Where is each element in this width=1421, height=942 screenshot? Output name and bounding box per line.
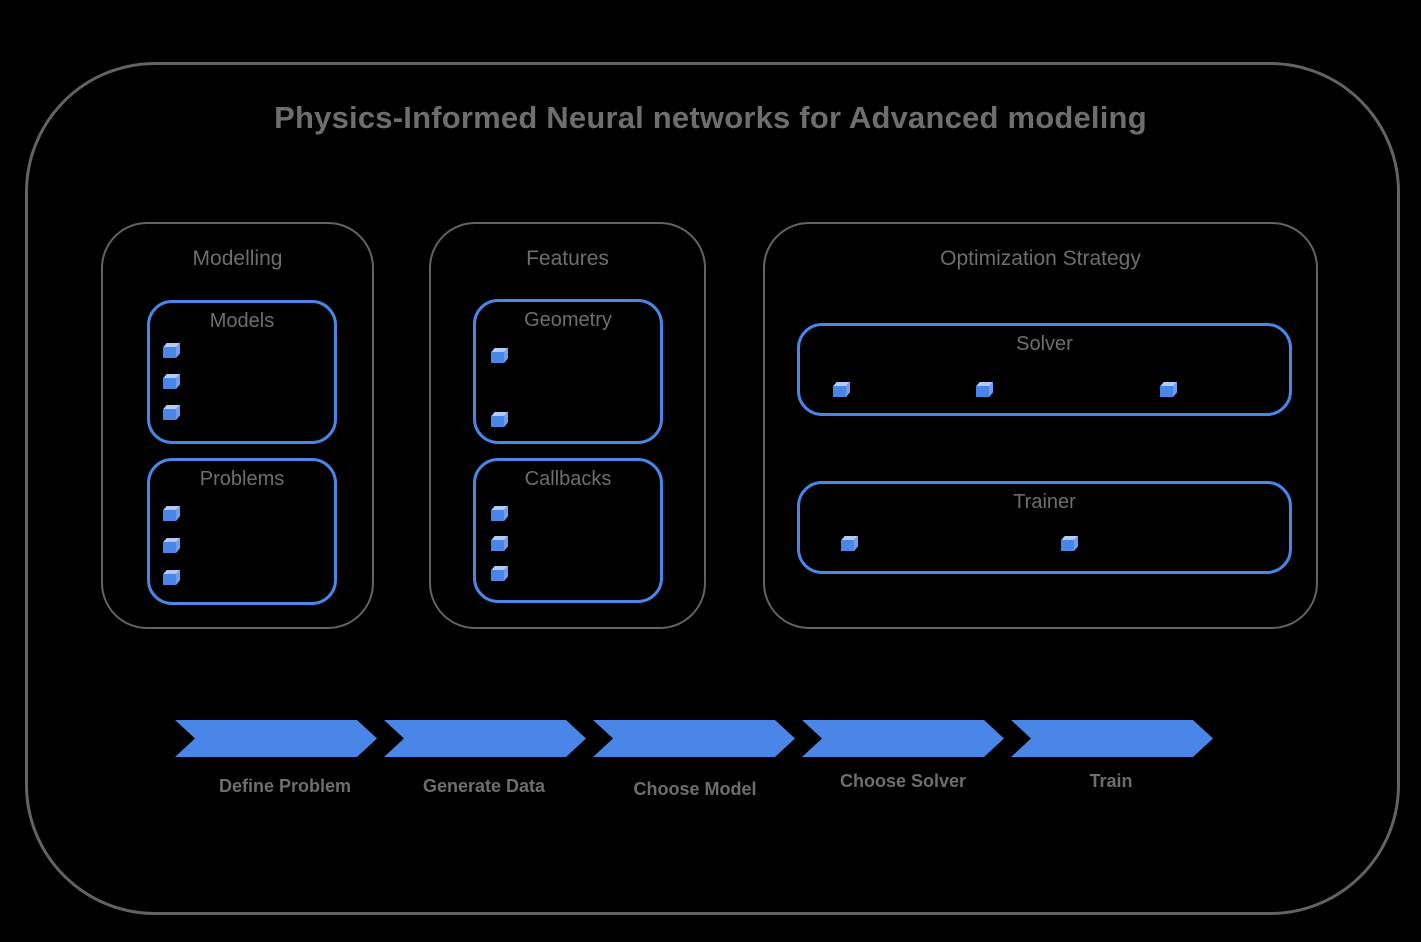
workflow-step-label-choose-solver: Choose Solver (839, 771, 967, 791)
section-optimization-strategy: Optimization Strategy Solver Trainer (763, 222, 1318, 629)
workflow-step-label-choose-model: Choose Model (633, 779, 757, 799)
subbox-callbacks: Callbacks (473, 458, 663, 603)
workflow-step-label-define-problem: Define Problem (218, 776, 352, 796)
cube-bullet-icon (1061, 540, 1074, 551)
cube-bullet-icon (1160, 386, 1173, 397)
cube-bullet-icon (833, 386, 846, 397)
section-modelling-title: Modelling (192, 247, 283, 270)
diagram-title: Physics-Informed Neural networks for Adv… (274, 100, 1147, 135)
subbox-geometry-title: Geometry (524, 309, 612, 331)
cube-bullet-icon (163, 378, 176, 389)
subbox-models: Models (147, 300, 337, 444)
cube-bullet-icon (841, 540, 854, 551)
workflow-arrow-segment-2 (384, 720, 586, 757)
workflow-arrow-segment-3 (593, 720, 795, 757)
section-optimization-strategy-title: Optimization Strategy (940, 247, 1141, 270)
cube-bullet-icon (491, 510, 504, 521)
workflow-step-label-generate-data: Generate Data (422, 776, 546, 796)
section-features-title: Features (526, 247, 609, 270)
section-features: Features Geometry Callbacks (429, 222, 706, 629)
subbox-geometry: Geometry (473, 299, 663, 444)
subbox-callbacks-title: Callbacks (524, 468, 612, 490)
subbox-trainer: Trainer (797, 481, 1292, 574)
cube-bullet-icon (163, 574, 176, 585)
section-modelling: Modelling Models Problems (101, 222, 374, 629)
cube-bullet-icon (163, 510, 176, 521)
cube-bullet-icon (163, 409, 176, 420)
subbox-problems: Problems (147, 458, 337, 605)
cube-bullet-icon (976, 386, 989, 397)
cube-bullet-icon (491, 416, 504, 427)
subbox-problems-title: Problems (199, 468, 285, 490)
workflow-arrow-segment-5 (1011, 720, 1213, 757)
cube-bullet-icon (491, 540, 504, 551)
subbox-solver-title: Solver (1016, 333, 1073, 355)
subbox-models-title: Models (209, 310, 275, 332)
cube-bullet-icon (163, 542, 176, 553)
workflow-step-label-train: Train (1089, 771, 1133, 791)
subbox-solver: Solver (797, 323, 1292, 416)
outer-container-box (25, 62, 1400, 915)
cube-bullet-icon (491, 352, 504, 363)
workflow-arrow-segment-4 (802, 720, 1004, 757)
cube-bullet-icon (491, 570, 504, 581)
subbox-trainer-title: Trainer (1013, 491, 1076, 513)
cube-bullet-icon (163, 347, 176, 358)
workflow-arrow-segment-1 (175, 720, 377, 757)
